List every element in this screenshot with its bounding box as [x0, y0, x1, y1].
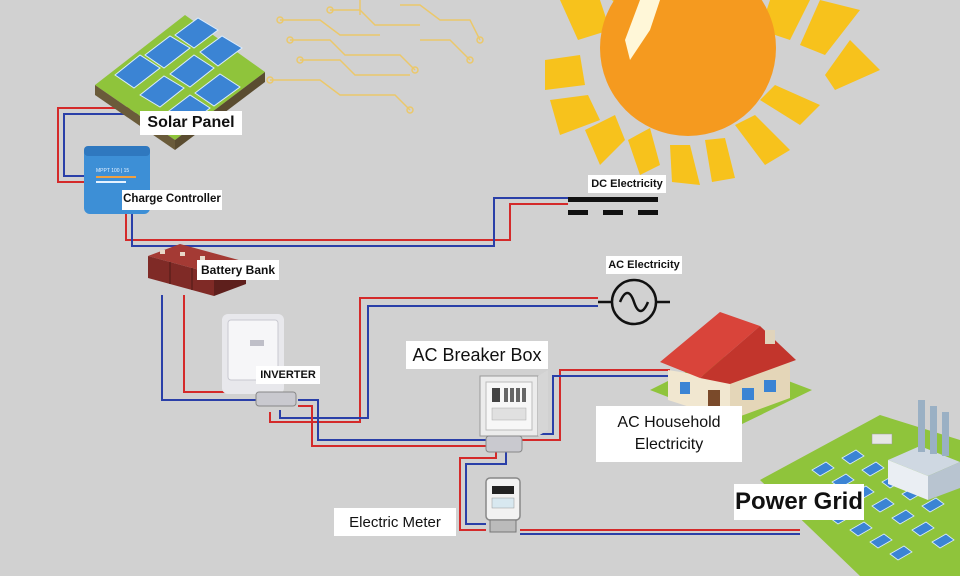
charge-controller-label: Charge Controller: [122, 190, 222, 210]
dc-symbol-icon: [568, 197, 658, 215]
ac-electricity-label: AC Electricity: [606, 256, 682, 274]
breaker-box-icon: [479, 370, 548, 453]
circuit-icon: [266, 0, 484, 114]
dc-electricity-label: DC Electricity: [588, 175, 666, 193]
solar-panel-label: Solar Panel: [140, 111, 242, 135]
inverter-icon: [222, 314, 297, 407]
ac-symbol-icon: [598, 278, 670, 326]
ac-breaker-box-label: AC Breaker Box: [406, 341, 548, 369]
electric-meter-label: Electric Meter: [334, 508, 456, 536]
inverter-label: INVERTER: [256, 366, 320, 384]
ac-household-electricity-label: AC Household Electricity: [596, 406, 742, 462]
battery-bank-label: Battery Bank: [197, 260, 279, 280]
power-grid-label: Power Grid: [734, 484, 864, 520]
controller-model-text: MPPT 100 | 15: [96, 168, 129, 174]
wiring: [57, 107, 800, 535]
sun-icon: [545, 0, 880, 185]
ac-household-line1: AC Household: [617, 414, 721, 431]
ac-household-line2: Electricity: [634, 436, 704, 453]
meter-icon: [485, 477, 521, 533]
